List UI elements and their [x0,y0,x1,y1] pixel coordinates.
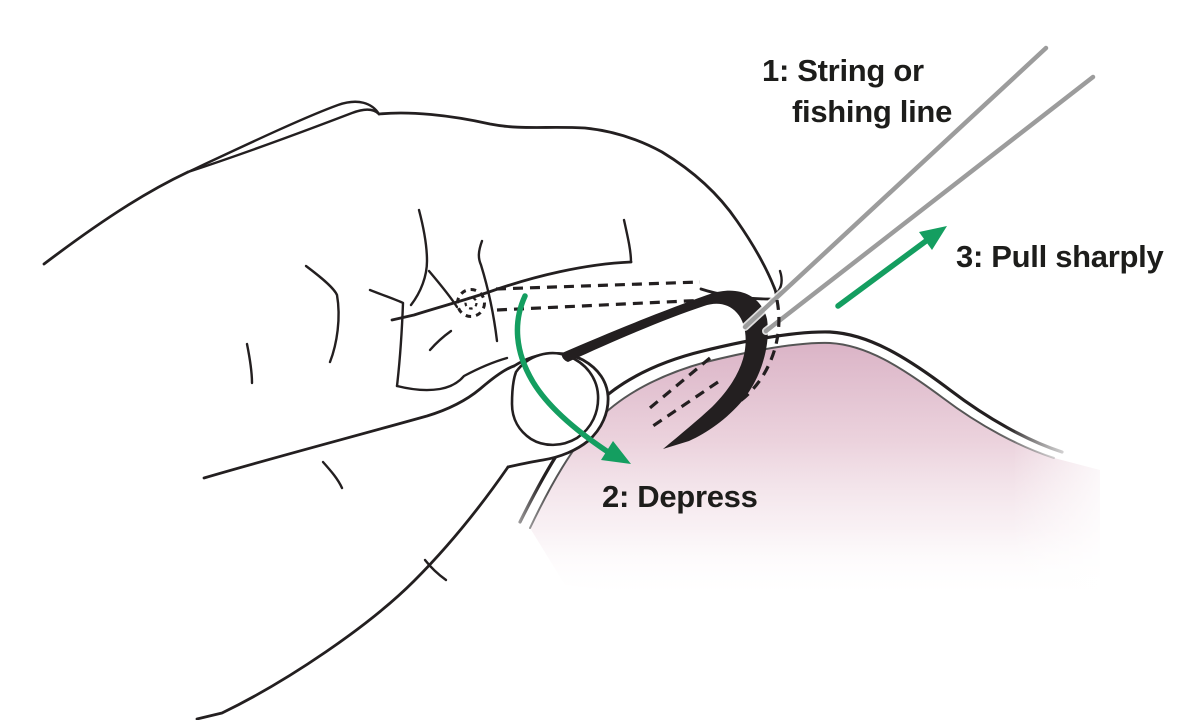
curled-finger-fold-d [428,329,453,352]
heel-crease [304,264,340,364]
hand-top-contour [377,111,778,301]
thumb-knuckle-crease [321,460,344,490]
knuckle-top-line [390,260,633,322]
thumb-bottom-edge [195,465,510,720]
hook-eye-dashed-inner [464,296,478,310]
label-step1-line2: fishing line [792,94,953,129]
hidden-shank-dash-bottom [496,298,709,312]
hidden-hook-dashed [456,280,781,430]
thumb-top-edge [202,364,516,480]
fishhook-body [561,290,768,449]
label-step2-text: 2: Depress [602,479,758,514]
pull-arrowhead [919,226,947,250]
label-step3: 3: Pull sharply [956,236,1164,277]
depress-arrow-shaft [514,293,611,455]
curled-finger-fold-a [368,288,405,388]
hidden-bend-dash [732,299,781,408]
index-crease [622,218,633,264]
curled-finger-fold-b [395,356,509,392]
thumb-fill [196,353,609,719]
pull-arrow-icon [835,226,947,309]
label-step1-line1: 1: String or [762,53,924,88]
knuckle-crease-mid [409,208,429,307]
hidden-barb-dash-a [643,356,712,414]
depress-arrowhead [601,441,631,464]
label-step2: 2: Depress [602,476,758,517]
thumb-fold [423,558,448,582]
forearm-top-line [42,170,190,266]
tendon-sliver-lower [186,108,381,174]
hand-illustration [42,100,783,720]
hook-eye-dashed-outer [456,288,486,318]
depress-arrow-icon [514,293,631,464]
hidden-shank-dash-top [495,280,701,291]
label-step1: 1: String or fishing line [762,50,952,132]
fishhook [561,290,768,449]
string-line-lower [763,74,1096,334]
knuckle-crease-right [477,239,499,343]
wrist-crease [245,342,254,385]
string-lines [741,44,1097,335]
label-step3-text: 3: Pull sharply [956,239,1164,274]
skin-fade-right [1015,305,1200,605]
curled-finger-fold-c [427,269,459,309]
hidden-barb-dash-b [649,380,719,430]
tendon-sliver-upper [186,100,381,174]
pull-arrow-shaft [835,238,929,309]
string-line-upper [742,45,1049,330]
